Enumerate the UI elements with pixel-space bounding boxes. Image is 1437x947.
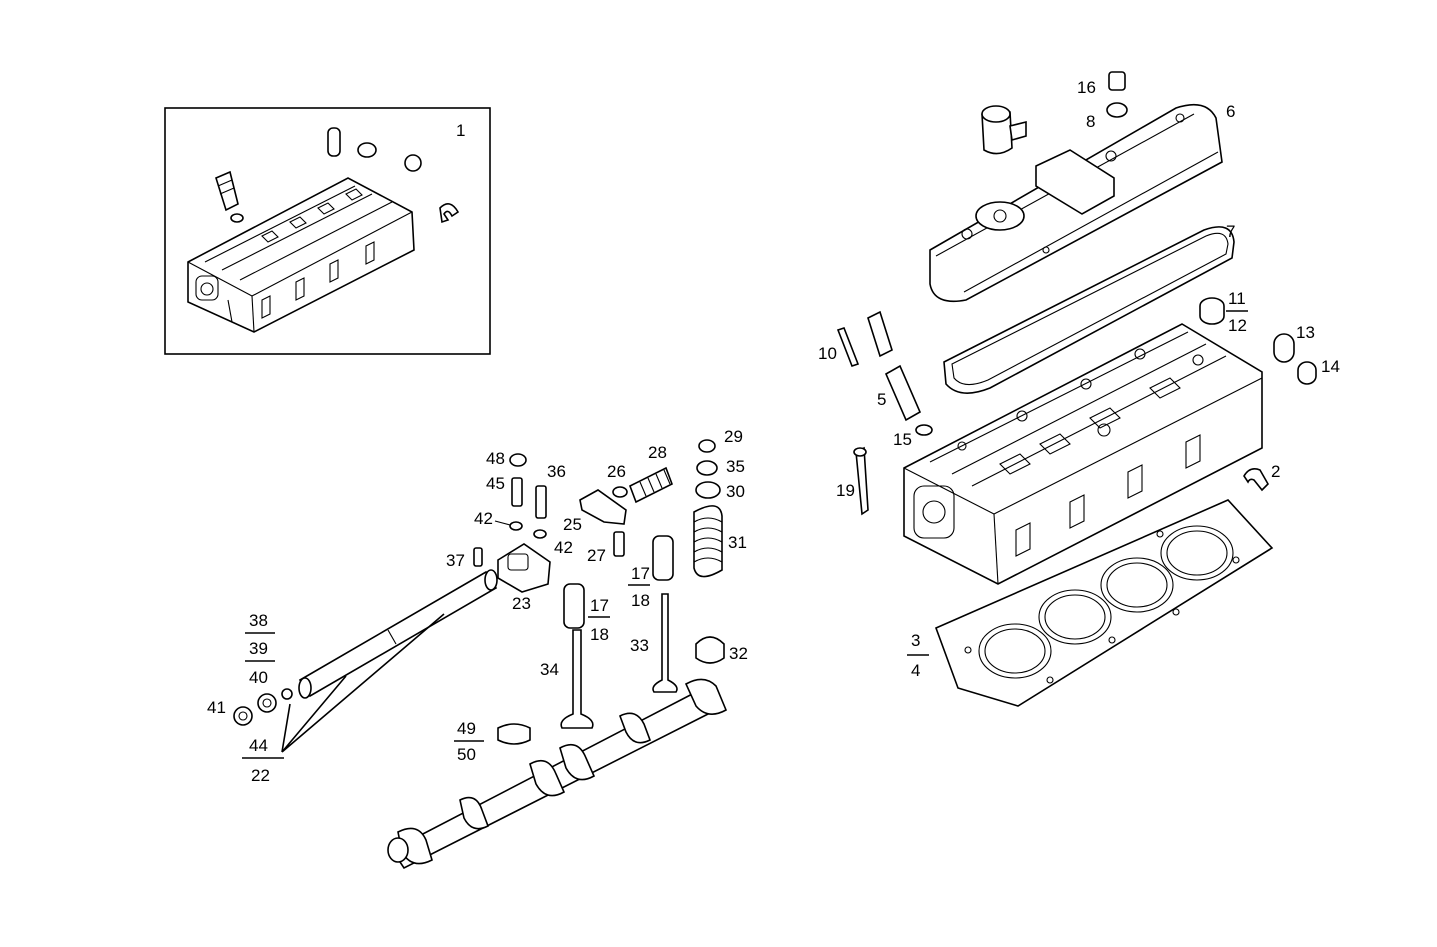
injector <box>867 310 893 358</box>
callout-34: 34 <box>540 660 559 679</box>
plug-14 <box>1297 361 1317 385</box>
valve-collet-35 <box>696 460 718 476</box>
valve-cap-29 <box>698 439 716 453</box>
callout-23: 23 <box>512 594 531 613</box>
callout-50: 50 <box>457 745 476 764</box>
callout-4: 4 <box>911 661 920 680</box>
valve-guide-a <box>652 535 674 581</box>
callout-36: 36 <box>547 462 566 481</box>
callout-17a: 17 <box>631 564 650 583</box>
callout-22: 22 <box>251 766 270 785</box>
rocker-cover <box>929 103 1223 303</box>
callout-labels: 16 6 8 7 11 12 13 14 10 5 15 2 19 3 4 29… <box>207 78 1340 785</box>
valve-seat-insert <box>497 723 531 745</box>
callout-16: 16 <box>1077 78 1096 97</box>
callout-18b: 18 <box>590 625 609 644</box>
callout-44: 44 <box>249 736 268 755</box>
valve-34 <box>560 629 594 729</box>
callout-8: 8 <box>1086 112 1095 131</box>
callout-26: 26 <box>607 462 626 481</box>
callout-14: 14 <box>1321 357 1340 376</box>
rocker-cover-gasket <box>943 226 1235 394</box>
callout-11: 11 <box>1228 289 1246 308</box>
pipe-elbow-2 <box>1243 468 1269 492</box>
callout-29: 29 <box>724 427 743 446</box>
callout-28: 28 <box>648 443 667 462</box>
valve-33 <box>652 593 678 693</box>
callout-2: 2 <box>1271 462 1280 481</box>
callout-12: 12 <box>1228 316 1247 335</box>
nut-48 <box>509 453 527 467</box>
seal-11 <box>1199 297 1225 325</box>
callout-3: 3 <box>911 631 920 650</box>
callout-7: 7 <box>1226 222 1235 241</box>
rocker-support <box>497 543 551 593</box>
callout-49: 49 <box>457 719 476 738</box>
callout-30: 30 <box>726 482 745 501</box>
callout-5: 5 <box>877 390 886 409</box>
head-gasket <box>934 499 1274 707</box>
valve-spring-31 <box>693 505 723 578</box>
injector-sleeve <box>884 364 922 422</box>
callout-19: 19 <box>836 481 855 500</box>
callout-42b: 42 <box>554 538 573 557</box>
washer-41 <box>233 706 253 726</box>
plug-13 <box>1273 333 1295 363</box>
bolt-45 <box>511 477 523 507</box>
callout-15: 15 <box>893 430 912 449</box>
callout-27: 27 <box>587 546 606 565</box>
callout-33: 33 <box>630 636 649 655</box>
callout-41: 41 <box>207 698 226 717</box>
inset-cylinder-head-assembly: 1 <box>164 107 491 355</box>
callout-39: 39 <box>249 639 268 658</box>
stud-37 <box>473 547 483 567</box>
callout-25: 25 <box>563 515 582 534</box>
callout-38: 38 <box>249 611 268 630</box>
callout-40: 40 <box>249 668 268 687</box>
callout-31: 31 <box>728 533 747 552</box>
callout-48: 48 <box>486 449 505 468</box>
bolt-36 <box>535 485 547 519</box>
washer-40 <box>257 693 277 713</box>
callout-17b: 17 <box>590 596 609 615</box>
callout-42a: 42 <box>474 509 493 528</box>
rocker-shaft <box>281 569 498 753</box>
oil-filler-cap <box>1108 71 1126 91</box>
callout-13: 13 <box>1296 323 1315 342</box>
callout-1: 1 <box>456 121 465 140</box>
callout-35: 35 <box>726 457 745 476</box>
camshaft <box>387 678 728 870</box>
callout-45: 45 <box>486 474 505 493</box>
cap-seal <box>1106 102 1128 118</box>
stud-19 <box>855 446 869 516</box>
callout-6: 6 <box>1226 102 1235 121</box>
valve-retainer-30 <box>695 481 721 499</box>
valve-guide-b <box>563 583 585 629</box>
callout-32: 32 <box>729 644 748 663</box>
rocker-arm <box>579 489 627 525</box>
valve-seal-32 <box>695 636 725 664</box>
callout-10: 10 <box>818 344 837 363</box>
callout-37: 37 <box>446 551 465 570</box>
cylinder-head <box>903 323 1263 585</box>
callout-18a: 18 <box>631 591 650 610</box>
